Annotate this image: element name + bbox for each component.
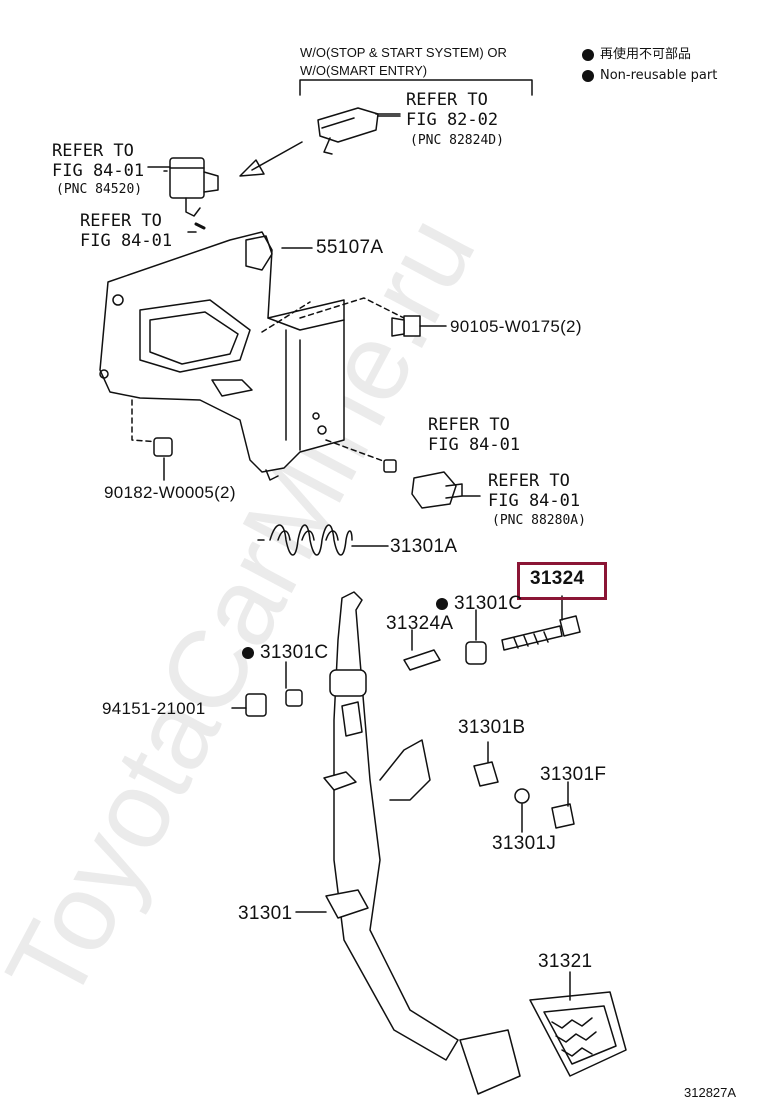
variant-bracket (299, 79, 533, 96)
legend-item-2: Non-reusable part (582, 69, 717, 82)
bushing-31301c-b (285, 689, 303, 707)
switch-connector-part (317, 107, 401, 155)
direction-arrow (239, 141, 303, 177)
bolt-31324 (501, 615, 581, 651)
bushing-31301c-a (465, 641, 487, 665)
collar-31324a (403, 649, 441, 671)
variant-line-1: W/O(STOP & START SYSTEM) OR (300, 45, 507, 60)
figure-id: 312827A (684, 1085, 737, 1100)
nut-90182 (153, 437, 173, 457)
part-31301a[interactable]: 31301A (390, 536, 458, 557)
pnc-88280a: (PNC 88280A) (492, 513, 586, 528)
small-nut (383, 459, 397, 473)
part-31321[interactable]: 31321 (538, 951, 593, 972)
part-31301b[interactable]: 31301B (458, 717, 526, 738)
part-94151[interactable]: 94151-21001 (102, 699, 206, 718)
pnc-84520: (PNC 84520) (56, 182, 143, 197)
legend-item-1: 再使用不可部品 (582, 48, 691, 61)
non-reusable-icon (436, 597, 448, 610)
non-reusable-icon (242, 646, 254, 659)
part-55107a[interactable]: 55107A (316, 237, 384, 258)
ref-leader (325, 439, 387, 463)
bullet-icon (582, 69, 594, 82)
sensor-88280a (411, 471, 463, 509)
highlight-box (517, 562, 607, 600)
stopper-31301f (551, 803, 575, 829)
part-31301j[interactable]: 31301J (492, 833, 557, 854)
pnc-82824d: (PNC 82824D) (410, 133, 504, 148)
bolt-leader (261, 297, 409, 333)
variant-line-2: W/O(SMART ENTRY) (300, 63, 428, 78)
part-31324[interactable]: 31324 (530, 568, 585, 589)
sensor-84520 (163, 157, 219, 217)
part-31301c-b[interactable]: 31301C (242, 643, 328, 662)
spring-31301a (257, 524, 353, 556)
pedal-arm (323, 591, 521, 1095)
small-pin (194, 222, 206, 230)
part-31301c-a[interactable]: 31301C (436, 594, 522, 613)
part-31301[interactable]: 31301 (238, 903, 293, 924)
nut-leader (131, 399, 161, 443)
bullet-icon (582, 48, 594, 61)
part-31301f[interactable]: 31301F (540, 764, 607, 785)
part-90182[interactable]: 90182-W0005(2) (104, 483, 236, 502)
pedal-pad-31321 (529, 991, 627, 1077)
pedal-bracket (99, 231, 345, 481)
nut-94151 (245, 693, 267, 717)
stopper-31301b (473, 761, 499, 787)
part-90105[interactable]: 90105-W0175(2) (450, 317, 582, 336)
bolt-90105 (391, 315, 421, 337)
part-31324a[interactable]: 31324A (386, 613, 454, 634)
nut-31301j (514, 788, 530, 804)
